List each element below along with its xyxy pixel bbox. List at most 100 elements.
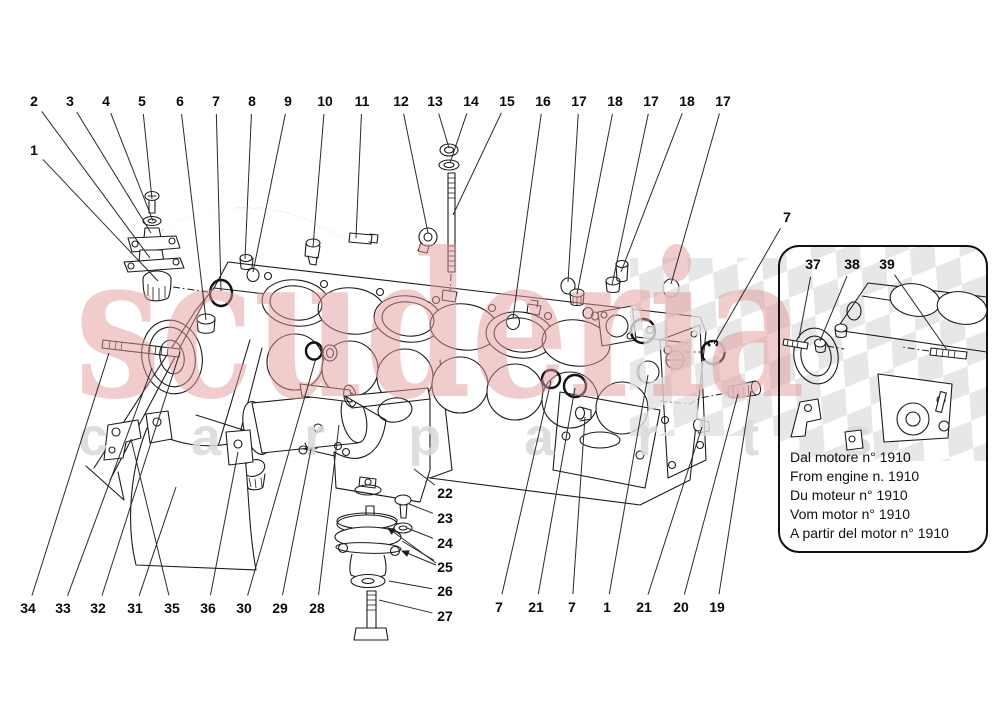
callout-21: 21 [528, 599, 544, 615]
leader-line-8 [244, 113, 252, 260]
callout-31: 31 [127, 600, 143, 616]
leader-line-21 [647, 426, 703, 595]
inset-starter [877, 373, 953, 443]
leader-line-31 [138, 486, 177, 596]
leader-line-25 [401, 540, 435, 561]
callout-28: 28 [309, 600, 325, 616]
callout-3: 3 [66, 93, 74, 109]
crankcase-drawing [85, 143, 762, 641]
starter-motor [242, 383, 368, 491]
callout-7: 7 [212, 93, 220, 109]
leader-line-10 [312, 113, 325, 248]
callout-7: 7 [783, 209, 791, 225]
callout-34: 34 [20, 600, 36, 616]
small-bracket [103, 419, 142, 461]
leader-line-26 [388, 580, 433, 590]
callout-26: 26 [437, 583, 453, 599]
leader-line-17 [670, 113, 720, 285]
callout-15: 15 [499, 93, 515, 109]
bolt-part27 [353, 590, 389, 641]
leader-line-7 [713, 228, 781, 345]
bushing-part8 [239, 253, 254, 271]
leader-line-1 [608, 374, 649, 595]
inset-panel-border [778, 245, 988, 553]
o-ring-part9 [246, 267, 260, 283]
leader-line-29 [281, 448, 312, 596]
callout-14: 14 [463, 93, 479, 109]
callout-8: 8 [248, 93, 256, 109]
leader-line-12 [403, 113, 429, 234]
inset-note-text: Dal motore n° 1910 From engine n. 1910 D… [790, 449, 949, 541]
bracket-nut [354, 476, 382, 496]
callout-21: 21 [636, 599, 652, 615]
inset-plug-38 [813, 338, 845, 354]
leader-line-39 [894, 274, 948, 351]
callout-17: 17 [643, 93, 659, 109]
leader-line-25b [401, 550, 437, 566]
cylinder-bores [261, 279, 611, 367]
leader-line-27 [378, 599, 433, 614]
callout-23: 23 [437, 510, 453, 526]
callout-18: 18 [607, 93, 623, 109]
leader-line-18 [620, 112, 683, 273]
washer-part24 [393, 522, 413, 534]
callout-16: 16 [535, 93, 551, 109]
inset-stud-39 [901, 346, 968, 360]
leader-line-21 [537, 387, 576, 595]
seal-ring-part32-33 [141, 319, 203, 395]
callout-22: 22 [437, 485, 453, 501]
callout-10: 10 [317, 93, 333, 109]
callout-24: 24 [437, 535, 453, 551]
engine-mount-stack [334, 494, 413, 641]
callout-20: 20 [673, 599, 689, 615]
shield-tab-right [225, 429, 254, 466]
callout-39: 39 [879, 256, 895, 272]
callout-1: 1 [30, 142, 38, 158]
leader-line-14 [449, 113, 468, 164]
leader-line-5 [142, 113, 153, 200]
callout-17: 17 [571, 93, 587, 109]
callout-13: 13 [427, 93, 443, 109]
leader-line-16 [512, 113, 542, 319]
leader-line-15 [452, 112, 502, 216]
leader-line-36 [209, 451, 239, 596]
leader-line-6 [181, 113, 207, 321]
leader-line-11 [355, 113, 362, 239]
leader-line-35 [130, 438, 170, 596]
leader-line-32 [101, 351, 181, 596]
leader-line-33 [67, 367, 153, 596]
leader-line-2 [41, 111, 151, 259]
leader-line-13 [438, 113, 450, 149]
washer-part14 [438, 159, 460, 171]
callout-12: 12 [393, 93, 409, 109]
note-line-en: From engine n. 1910 [790, 468, 919, 484]
leader-line-23 [408, 503, 434, 514]
leader-line-38 [819, 275, 848, 342]
callout-2: 2 [30, 93, 38, 109]
leader-line-9 [252, 113, 286, 273]
breather-part3-2 [123, 227, 185, 273]
leader-line-1 [42, 159, 159, 282]
leader-line-7 [501, 380, 552, 595]
callout-29: 29 [272, 600, 288, 616]
stud-part34 [101, 339, 181, 358]
callout-35: 35 [164, 600, 180, 616]
callout-5: 5 [138, 93, 146, 109]
leader-line-20 [683, 393, 739, 595]
callout-17: 17 [715, 93, 731, 109]
leader-lines [31, 111, 948, 614]
bolt-part23 [394, 494, 412, 519]
leader-line-18 [576, 113, 613, 295]
note-line-de: Vom motor n° 1910 [790, 506, 910, 522]
leader-line-30 [247, 357, 317, 596]
callout-7: 7 [495, 599, 503, 615]
note-line-it: Dal motore n° 1910 [790, 449, 911, 465]
leader-line-3 [76, 111, 152, 234]
callout-33: 33 [55, 600, 71, 616]
leader-line-7 [215, 113, 222, 292]
leader-line-4 [110, 112, 154, 222]
checker-flag-main [630, 258, 778, 436]
plug-small [574, 406, 592, 422]
